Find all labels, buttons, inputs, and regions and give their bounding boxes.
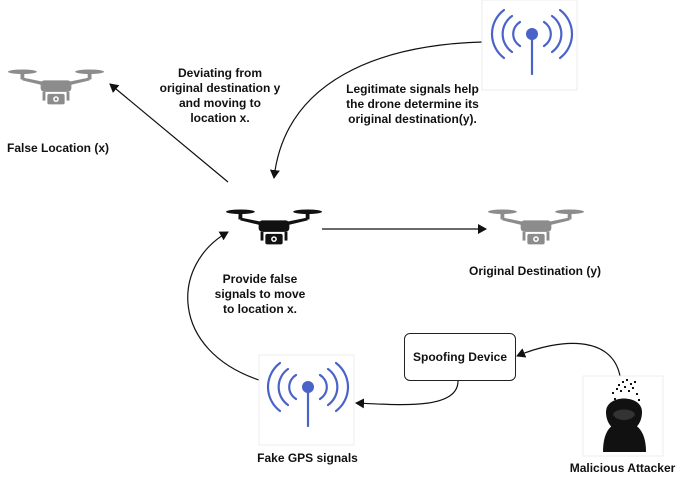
fake-gps-label: Fake GPS signals [257, 451, 358, 465]
malicious-attacker-label: Malicious Attacker [569, 461, 676, 475]
drone-icon-original-destination [488, 209, 584, 245]
antenna-signal-icon-fake-gps [258, 354, 355, 446]
antenna-signal-icon-legitimate [481, 0, 578, 91]
false-location-label: False Location (x) [6, 141, 110, 155]
drone-icon-current [226, 209, 322, 245]
spoofing-device-box[interactable]: Spoofing Device [404, 333, 516, 381]
provide-false-signals-label: Provide false signals to move to locatio… [214, 272, 306, 316]
drone-icon-false-location [8, 69, 104, 105]
spoofing-device-label: Spoofing Device [412, 350, 507, 364]
hacker-icon [582, 375, 664, 457]
arrow-legitimate-signal [269, 41, 483, 179]
arrow-attacker-to-device [516, 342, 621, 377]
arrow-fake-gps-to-drone [187, 231, 260, 381]
arrow-to-false-location [109, 83, 229, 183]
deviating-label: Deviating from original destination y an… [159, 66, 281, 125]
legitimate-signals-label: Legitimate signals help the drone determ… [346, 82, 479, 126]
original-destination-label: Original Destination (y) [468, 264, 601, 278]
arrow-device-to-fake-gps [355, 380, 459, 409]
